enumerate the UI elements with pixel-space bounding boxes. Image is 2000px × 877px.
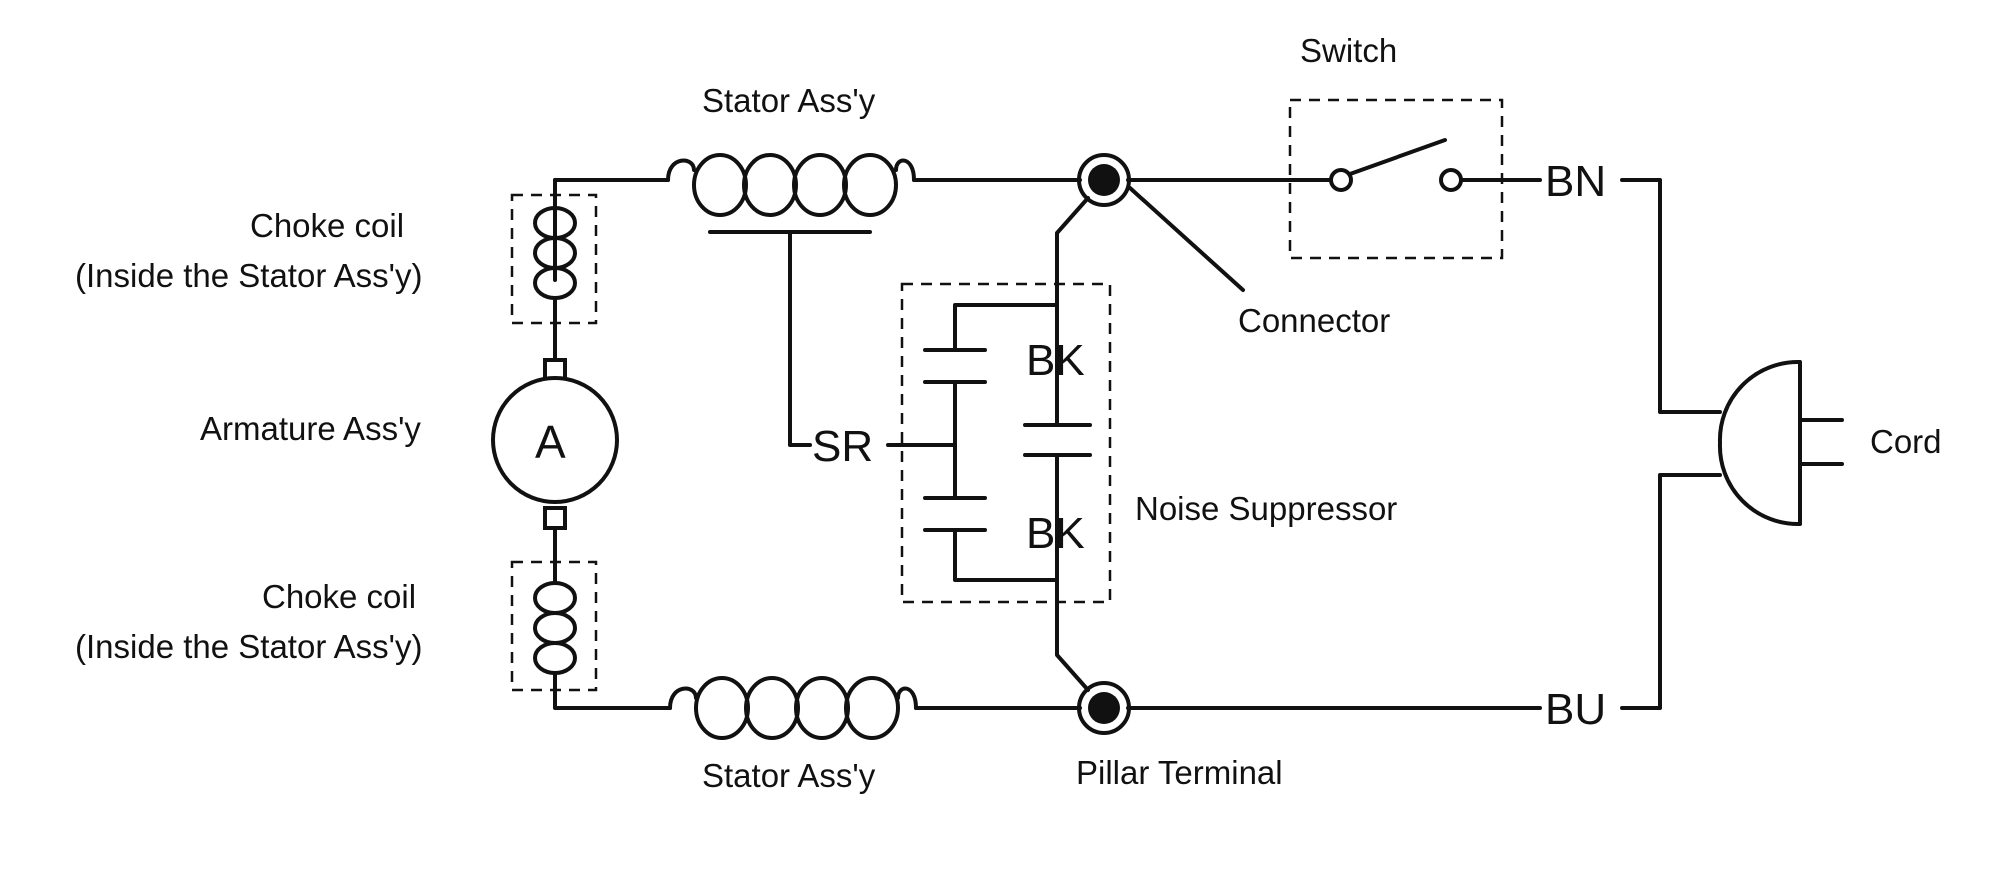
choke-bottom-label-line2: (Inside the Stator Ass'y)	[75, 628, 422, 665]
switch-label: Switch	[1300, 32, 1397, 69]
choke-coil-top	[533, 178, 577, 362]
stator-coil-bottom	[668, 676, 918, 740]
switch-box	[1288, 98, 1504, 260]
choke-top-label-line2: (Inside the Stator Ass'y)	[75, 257, 422, 294]
armature-label: Armature Ass'y	[200, 410, 421, 447]
switch-contact-right	[1439, 168, 1463, 192]
wire-sr-lead	[788, 230, 812, 447]
armature-symbol: A	[535, 416, 566, 468]
choke-coil-bottom	[533, 581, 672, 710]
bk-bottom-label: BK	[1026, 509, 1085, 558]
connector-node[interactable]	[1077, 153, 1131, 207]
connector-pointer-line	[1128, 186, 1245, 292]
wire-suppressor-to-pillar	[1055, 578, 1090, 692]
bk-top-label: BK	[1026, 336, 1085, 385]
switch-lever	[1348, 138, 1447, 176]
noise-suppressor-label: Noise Suppressor	[1135, 490, 1397, 527]
bu-label: BU	[1545, 685, 1606, 734]
noise-suppressor-capacitors	[886, 303, 1092, 582]
choke-top-label-line1: Choke coil	[250, 207, 404, 244]
cord-label: Cord	[1870, 423, 1942, 460]
pillar-terminal-node[interactable]	[1077, 681, 1131, 735]
wire-bn-to-plug	[1620, 178, 1722, 414]
pillar-terminal-label: Pillar Terminal	[1076, 754, 1283, 791]
stator-bottom-label: Stator Ass'y	[702, 757, 876, 794]
sr-label: SR	[812, 422, 873, 471]
armature-brush-bottom	[543, 506, 567, 530]
cord-plug[interactable]	[1717, 359, 1844, 527]
armature-circle[interactable]	[491, 376, 619, 504]
stator-top-label: Stator Ass'y	[702, 82, 876, 119]
wire-connector-to-suppressor	[1055, 196, 1090, 342]
stator-coil-top	[666, 153, 916, 217]
wire-bu-to-plug	[1620, 473, 1722, 710]
connector-label: Connector	[1238, 302, 1390, 339]
choke-bottom-label-line1: Choke coil	[262, 578, 416, 615]
bn-label: BN	[1545, 157, 1606, 206]
switch-contact-left	[1329, 168, 1353, 192]
